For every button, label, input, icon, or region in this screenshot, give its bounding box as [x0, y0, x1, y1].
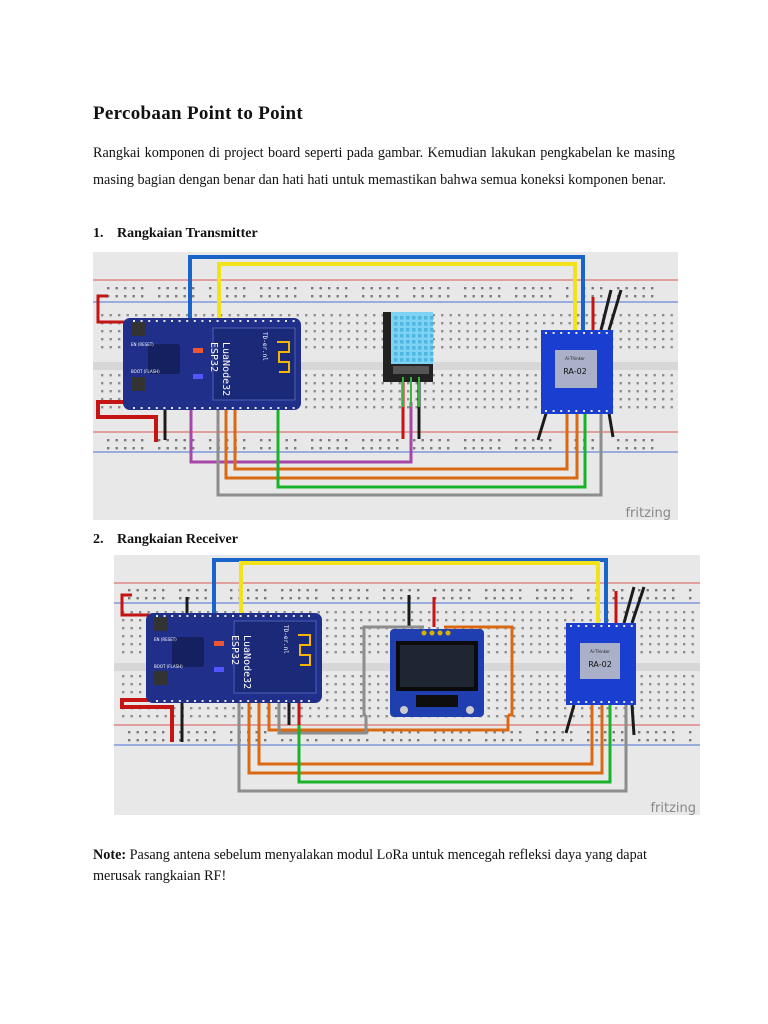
lora-maker-label: Ai-Thinker	[565, 356, 585, 361]
wire-green	[276, 402, 587, 489]
section-label: Rangkaian Receiver	[117, 532, 238, 547]
boot-button-label: BOOT (FLASH)	[131, 369, 160, 374]
fritzing-watermark: fritzing	[650, 801, 696, 816]
section-heading-transmitter: 1. Rangkaian Transmitter	[93, 226, 258, 242]
wire-blue	[188, 255, 585, 330]
section-number: 2.	[93, 532, 104, 547]
wire-blue	[212, 558, 608, 623]
transmitter-wiring-diagram: LuaNode32 ESP32 TD-er.nl EN (RESET) BOOT…	[93, 252, 678, 521]
esp32-name-label: LuaNode32	[241, 635, 252, 689]
section-number: 1.	[93, 226, 104, 241]
esp32-chip-label: ESP32	[229, 635, 240, 665]
wire-gray	[237, 700, 628, 793]
en-button-label: EN (RESET)	[154, 637, 177, 642]
wire-red	[96, 400, 158, 442]
esp32-vendor-label: TD-er.nl	[261, 332, 268, 361]
esp32-vendor-label: TD-er.nl	[282, 625, 289, 654]
wire-green	[297, 705, 612, 784]
esp32-name-label: LuaNode32	[220, 342, 231, 396]
wire-yellow	[217, 262, 577, 330]
note-text: Pasang antena sebelum menyalakan modul L…	[93, 847, 647, 884]
lora-model-label: RA-02	[588, 660, 612, 669]
note-label: Note:	[93, 847, 127, 863]
lora-maker-label: Ai-Thinker	[590, 649, 610, 654]
boot-button-label: BOOT (FLASH)	[154, 664, 183, 669]
esp32-chip-label: ESP32	[208, 342, 219, 372]
wire-gray	[216, 402, 603, 497]
note-paragraph: Note: Pasang antena sebelum menyalakan m…	[93, 845, 673, 887]
wire-purple	[189, 402, 413, 464]
wire-orange	[224, 402, 579, 480]
page-title: Percobaan Point to Point	[93, 103, 304, 124]
section-label: Rangkaian Transmitter	[117, 226, 258, 241]
fritzing-watermark: fritzing	[625, 506, 671, 521]
wire-red	[120, 698, 174, 742]
wire-orange	[247, 700, 604, 775]
intro-paragraph: Rangkai komponen di project board sepert…	[93, 145, 675, 188]
receiver-wiring-diagram: LuaNode32 ESP32 TD-er.nl EN (RESET) BOOT…	[114, 555, 700, 816]
lora-model-label: RA-02	[563, 367, 587, 376]
en-button-label: EN (RESET)	[131, 342, 154, 347]
section-heading-receiver: 2. Rangkaian Receiver	[93, 532, 238, 548]
wire-yellow	[239, 561, 600, 623]
